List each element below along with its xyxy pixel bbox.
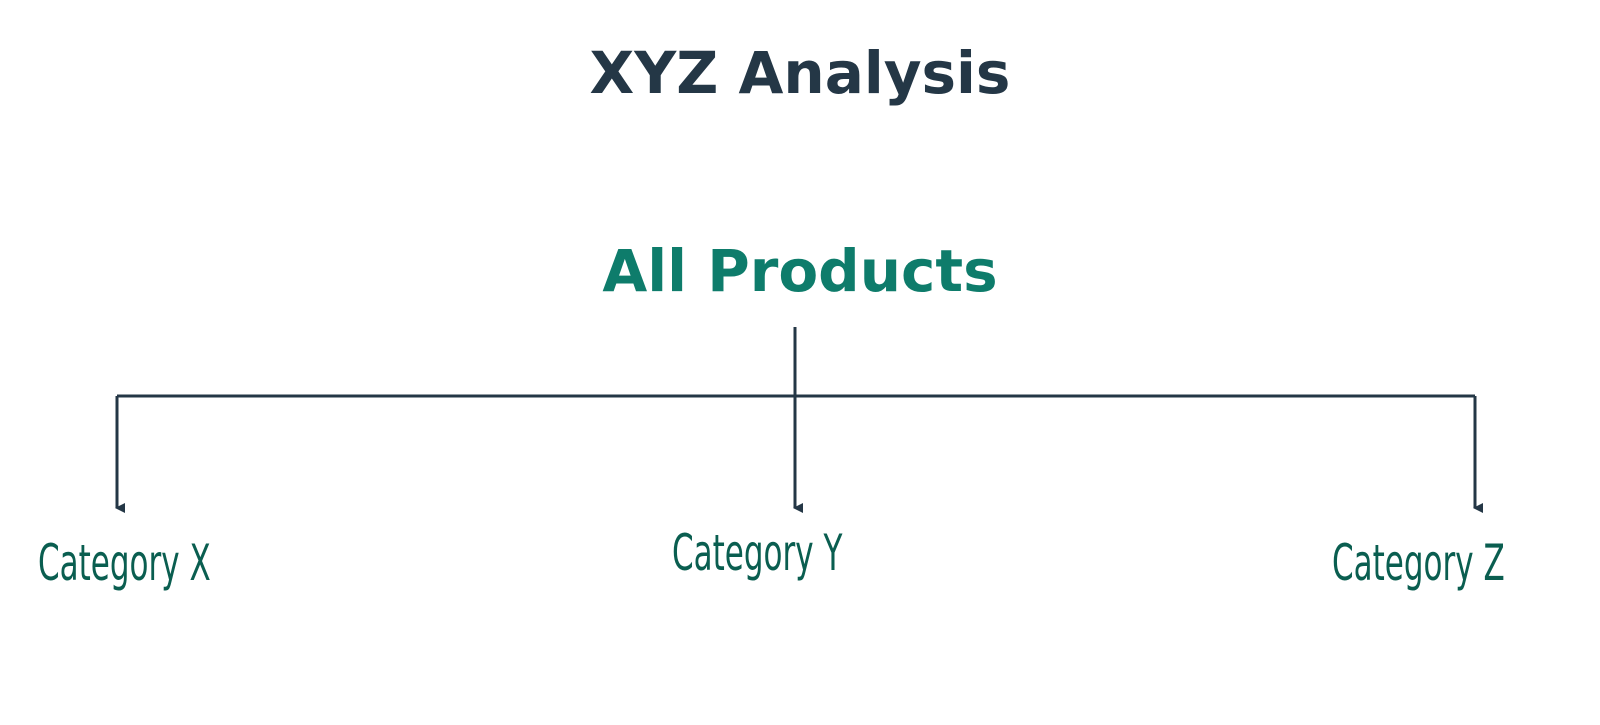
category-y-node: Category Y [672,524,843,582]
diagram-title: XYZ Analysis [589,39,1011,107]
category-z-node: Category Z [1332,534,1505,592]
root-node-label: All Products [602,237,998,305]
category-x-node: Category X [38,534,211,592]
